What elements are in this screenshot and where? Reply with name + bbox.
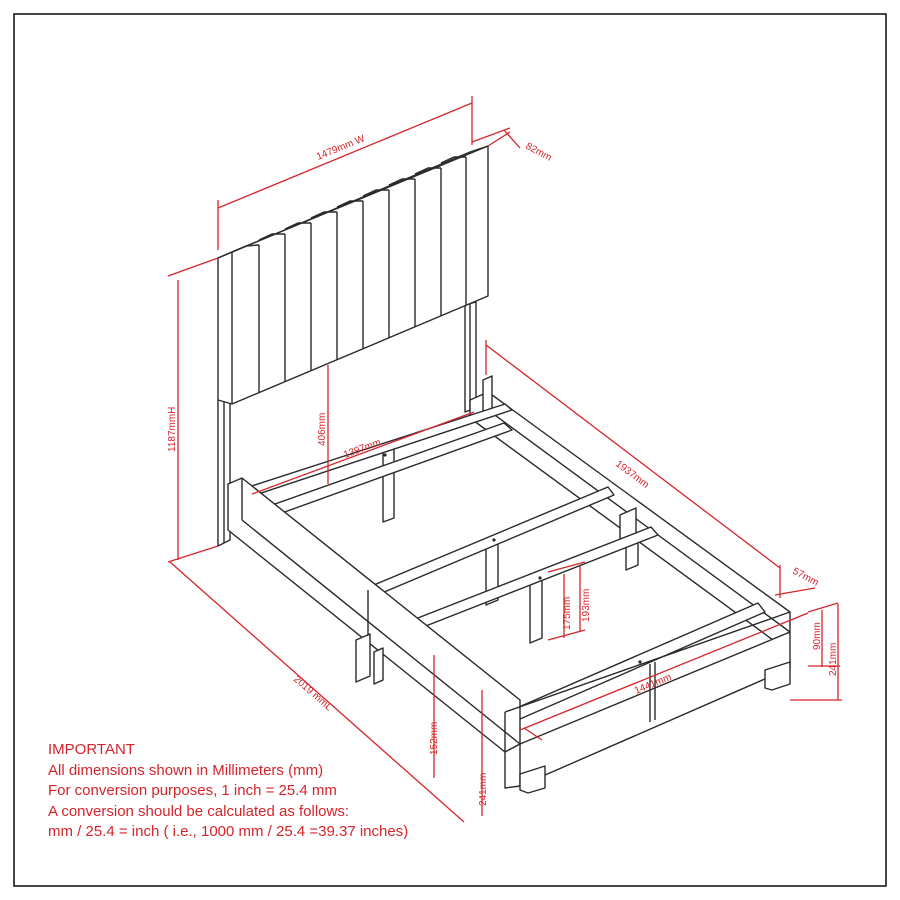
label-headboard-height: 406mm <box>317 413 328 446</box>
note-heading: IMPORTANT <box>48 741 135 758</box>
label-inner-length: 1937mm <box>613 459 651 491</box>
label-footboard-height: 241mm <box>828 643 839 676</box>
left-side-rail <box>227 477 521 753</box>
dim-inner-width-line <box>251 411 475 495</box>
label-leg-tall: 193mm <box>581 589 592 622</box>
label-rail-height: 90mm <box>812 622 823 650</box>
dim-rail-depth-line <box>774 587 816 596</box>
dim-headboard-width-line <box>217 102 473 209</box>
headboard <box>217 145 489 405</box>
label-overall-length: 2019 mmL <box>291 674 334 714</box>
bed-drawing <box>217 145 791 794</box>
page-frame <box>13 13 887 887</box>
dim-inner-length-line <box>485 344 781 569</box>
label-leg-short: 175mm <box>562 597 573 630</box>
note-line-2: For conversion purposes, 1 inch = 25.4 m… <box>48 782 337 799</box>
label-overall-height: 1187mmH <box>167 407 178 452</box>
note-line-1: All dimensions shown in Millimeters (mm) <box>48 761 324 779</box>
dimension-lines <box>167 96 842 823</box>
conversion-note: IMPORTANT All dimensions shown in Millim… <box>48 740 408 843</box>
dim-footboard-width-line <box>519 612 809 731</box>
label-headboard-width: 1479mm W <box>315 133 367 163</box>
right-side-rail <box>469 375 791 641</box>
label-front-height: 241mm <box>478 773 489 806</box>
label-headboard-depth: 82mm <box>524 141 554 164</box>
dim-overall-length-line <box>169 561 465 823</box>
label-rail-depth: 57mm <box>791 566 821 589</box>
note-line-4: mm / 25.4 = inch ( i.e., 1000 mm / 25.4 … <box>48 823 409 840</box>
note-line-3: A conversion should be calculated as fol… <box>48 802 350 820</box>
label-clearance: 152mm <box>429 722 440 755</box>
headboard-legs <box>217 301 477 547</box>
footboard <box>504 611 791 794</box>
